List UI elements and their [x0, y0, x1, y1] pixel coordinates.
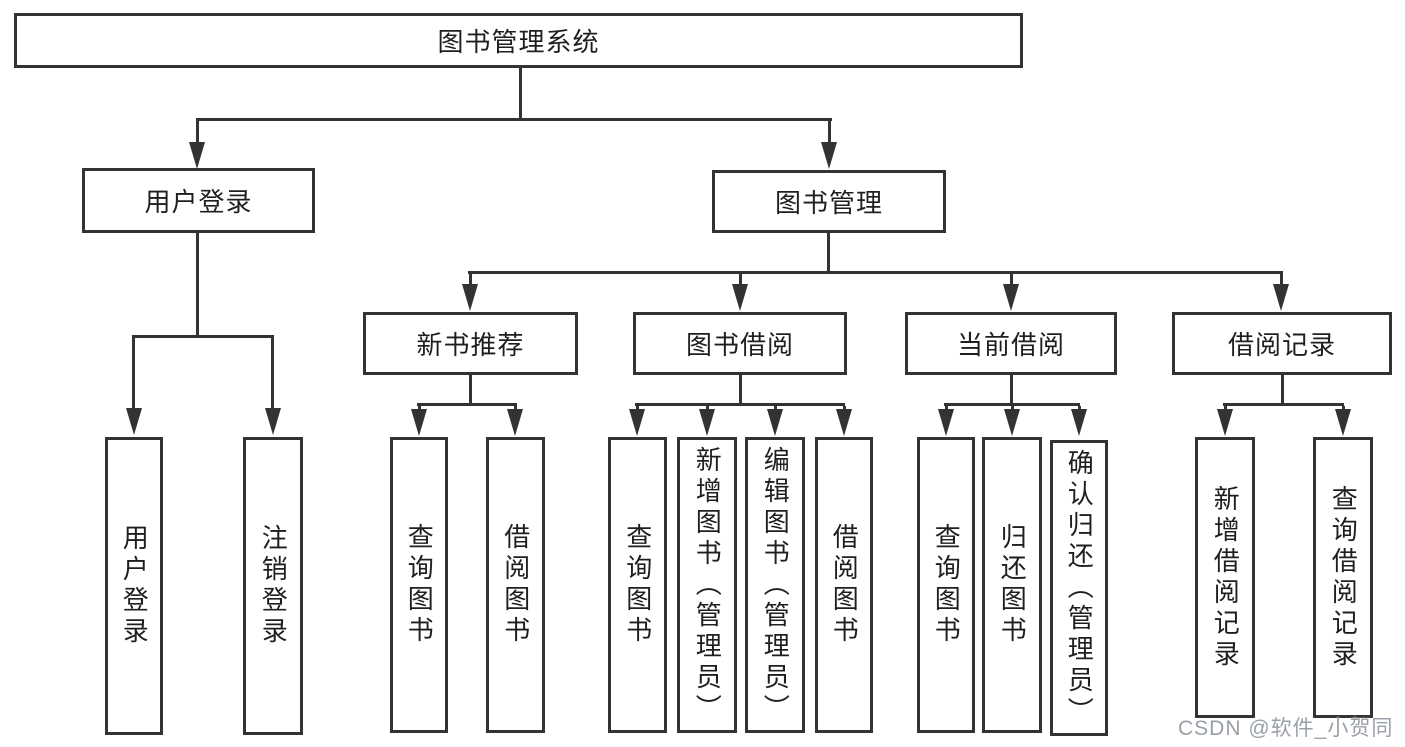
connector-line [469, 375, 472, 405]
connector-line [944, 403, 1080, 406]
arrow-down-icon [1003, 284, 1019, 311]
connector-line [739, 375, 742, 405]
node-book-borrow: 图书借阅 [633, 312, 847, 375]
arrow-down-icon [462, 284, 478, 311]
connector-line [417, 403, 517, 406]
connector-line [519, 68, 522, 120]
arrow-down-icon [629, 409, 645, 436]
arrow-down-icon [1004, 409, 1020, 436]
arrow-down-icon [126, 408, 142, 435]
node-new-book-recommend: 新书推荐 [363, 312, 578, 375]
connector-line [271, 338, 274, 410]
node-return-books: 归还图书 [982, 437, 1042, 733]
connector-line [196, 233, 199, 337]
node-add-book-admin-label: 新增图书（管理员） [692, 445, 723, 725]
node-add-book-admin: 新增图书（管理员） [677, 437, 737, 733]
node-root-label: 图书管理系统 [437, 27, 600, 57]
connector-line [469, 274, 472, 286]
node-add-borrow-record-label: 新增借阅记录 [1210, 484, 1241, 671]
arrow-down-icon [1071, 409, 1087, 436]
node-user-login-label: 用户登录 [144, 187, 253, 217]
node-current-borrow-label: 当前借阅 [956, 330, 1065, 360]
connector-line [132, 335, 274, 338]
connector-line [196, 118, 832, 121]
connector-line [1281, 375, 1284, 405]
node-user-login-leaf-label: 用户登录 [119, 524, 150, 648]
node-edit-book-admin-label: 编辑图书（管理员） [760, 445, 791, 725]
node-borrow-record: 借阅记录 [1172, 312, 1392, 375]
connector-line [827, 233, 830, 273]
arrow-down-icon [767, 409, 783, 436]
node-logout: 注销登录 [243, 437, 303, 735]
arrow-down-icon [836, 409, 852, 436]
node-borrow-books: 借阅图书 [815, 437, 873, 733]
connector-line [1280, 274, 1283, 286]
node-recommend-borrow-books: 借阅图书 [486, 437, 545, 733]
csdn-watermark: CSDN @软件_小贺同学 [1178, 717, 1394, 740]
connector-line [468, 271, 1283, 274]
node-user-login-leaf: 用户登录 [105, 437, 163, 735]
node-query-borrow-record-label: 查询借阅记录 [1328, 484, 1359, 671]
node-current-query-books: 查询图书 [917, 437, 975, 733]
node-borrow-query-books: 查询图书 [608, 437, 667, 733]
arrow-down-icon [411, 409, 427, 436]
arrow-down-icon [189, 142, 205, 169]
node-query-borrow-record: 查询借阅记录 [1313, 437, 1373, 718]
connector-line [828, 120, 831, 146]
node-return-books-label: 归还图书 [997, 523, 1028, 647]
node-user-login: 用户登录 [82, 168, 315, 233]
node-current-query-books-label: 查询图书 [931, 523, 962, 647]
arrow-down-icon [1217, 409, 1233, 436]
node-edit-book-admin: 编辑图书（管理员） [745, 437, 805, 733]
arrow-down-icon [507, 409, 523, 436]
node-book-borrow-label: 图书借阅 [685, 330, 794, 360]
connector-line [1010, 274, 1013, 286]
node-recommend-query-books: 查询图书 [390, 437, 448, 733]
node-confirm-return-admin-label: 确认归还（管理员） [1064, 448, 1095, 728]
arrow-down-icon [1273, 284, 1289, 311]
node-recommend-query-books-label: 查询图书 [404, 523, 435, 647]
arrow-down-icon [265, 408, 281, 435]
connector-line [635, 403, 845, 406]
connector-line [739, 274, 742, 286]
node-borrow-query-books-label: 查询图书 [622, 523, 653, 647]
arrow-down-icon [1335, 409, 1351, 436]
arrow-down-icon [938, 409, 954, 436]
node-book-management-label: 图书管理 [774, 188, 883, 218]
node-root: 图书管理系统 [14, 13, 1023, 68]
node-logout-label: 注销登录 [258, 524, 289, 648]
node-borrow-record-label: 借阅记录 [1227, 330, 1336, 360]
node-confirm-return-admin: 确认归还（管理员） [1050, 440, 1108, 736]
node-current-borrow: 当前借阅 [905, 312, 1117, 375]
connector-line [1223, 403, 1344, 406]
node-new-book-recommend-label: 新书推荐 [416, 330, 525, 360]
node-borrow-books-label: 借阅图书 [829, 523, 860, 647]
arrow-down-icon [699, 409, 715, 436]
connector-line [1010, 375, 1013, 405]
node-book-management: 图书管理 [712, 170, 946, 233]
node-add-borrow-record: 新增借阅记录 [1195, 437, 1255, 718]
connector-line [196, 120, 199, 146]
connector-line [132, 338, 135, 410]
arrow-down-icon [821, 142, 837, 169]
node-recommend-borrow-books-label: 借阅图书 [500, 523, 531, 647]
arrow-down-icon [732, 284, 748, 311]
